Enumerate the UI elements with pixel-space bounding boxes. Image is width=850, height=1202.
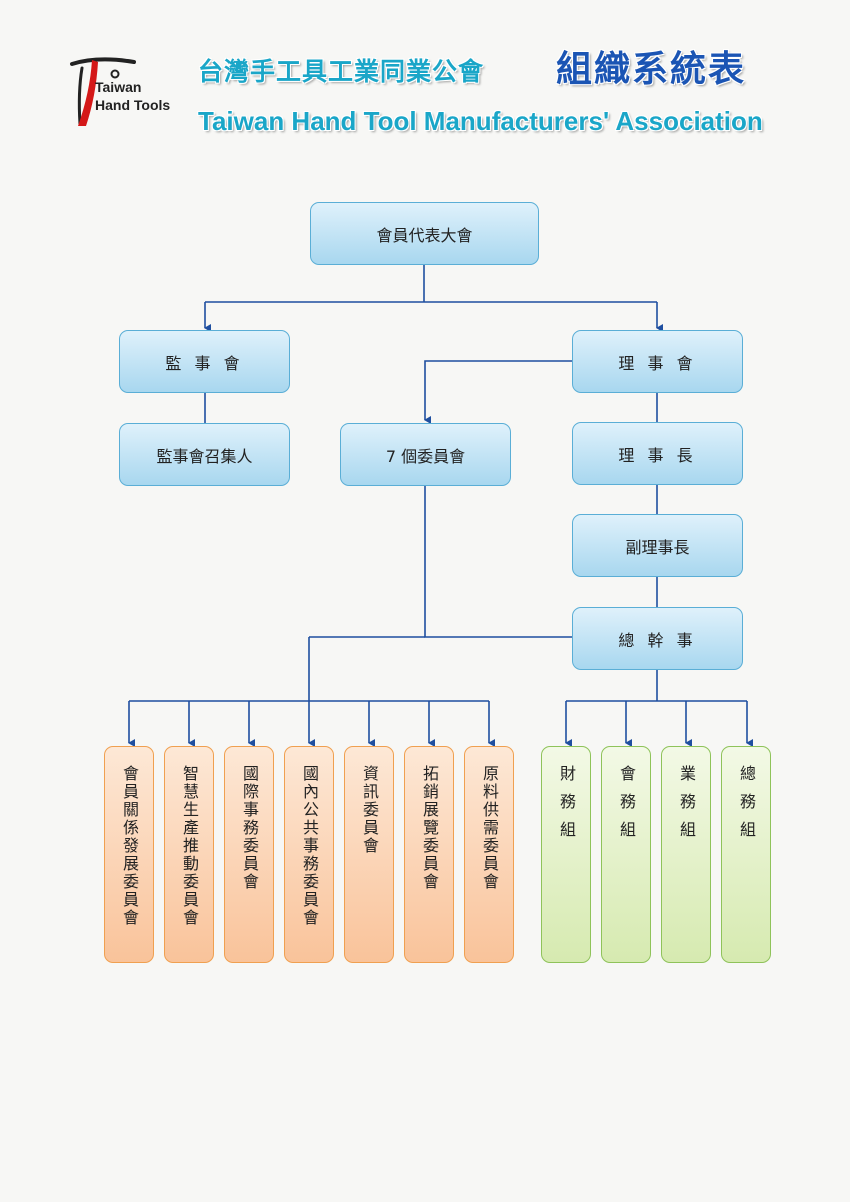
node-supervisor-convener: 監事會召集人 xyxy=(119,423,290,486)
logo-mark-icon xyxy=(70,57,136,126)
node-chairman: 理 事 長 xyxy=(572,422,743,485)
node-member-assembly: 會員代表大會 xyxy=(310,202,539,265)
committee-label: 會員關係發展委員會 xyxy=(120,765,139,927)
committee-label: 資訊委員會 xyxy=(360,765,379,855)
node-supervisors: 監 事 會 xyxy=(119,330,290,393)
node-committees-group: 7 個委員會 xyxy=(340,423,511,486)
association-logo xyxy=(68,52,180,130)
section-finance: 財務組 xyxy=(541,746,591,963)
committee-smart-production: 智慧生產推動委員會 xyxy=(164,746,214,963)
node-secretary-general: 總 幹 事 xyxy=(572,607,743,670)
committee-raw-materials: 原料供需委員會 xyxy=(464,746,514,963)
committee-label: 國際事務委員會 xyxy=(240,765,259,891)
committee-label: 原料供需委員會 xyxy=(480,765,499,891)
committee-member-relations: 會員關係發展委員會 xyxy=(104,746,154,963)
node-board-of-directors: 理 事 會 xyxy=(572,330,743,393)
section-label: 總務組 xyxy=(737,765,756,849)
section-business: 業務組 xyxy=(661,746,711,963)
logo-text-line2: Hand Tools xyxy=(95,97,171,113)
arrow-to-committees-group xyxy=(424,360,572,424)
title-chinese: 台灣手工具工業同業公會 xyxy=(198,57,485,86)
committee-label: 國內公共事務委員會 xyxy=(300,765,319,927)
committee-label: 智慧生產推動委員會 xyxy=(180,765,199,927)
section-label: 業務組 xyxy=(677,765,696,849)
title-chinese-emphasis: 組織系統表 xyxy=(556,49,747,90)
committee-marketing-exhibitions: 拓銷展覽委員會 xyxy=(404,746,454,963)
connector-group-secretary xyxy=(424,485,573,638)
committee-domestic-public-affairs: 國內公共事務委員會 xyxy=(284,746,334,963)
title-english: Taiwan Hand Tool Manufacturers' Associat… xyxy=(198,106,763,136)
node-vice-chairman: 副理事長 xyxy=(572,514,743,577)
committee-international-affairs: 國際事務委員會 xyxy=(224,746,274,963)
logo-text-line1: Taiwan xyxy=(95,79,142,95)
committee-label: 拓銷展覽委員會 xyxy=(420,765,439,891)
section-general: 總務組 xyxy=(721,746,771,963)
section-label: 財務組 xyxy=(557,765,576,849)
section-affairs: 會務組 xyxy=(601,746,651,963)
section-label: 會務組 xyxy=(617,765,636,849)
committee-information: 資訊委員會 xyxy=(344,746,394,963)
